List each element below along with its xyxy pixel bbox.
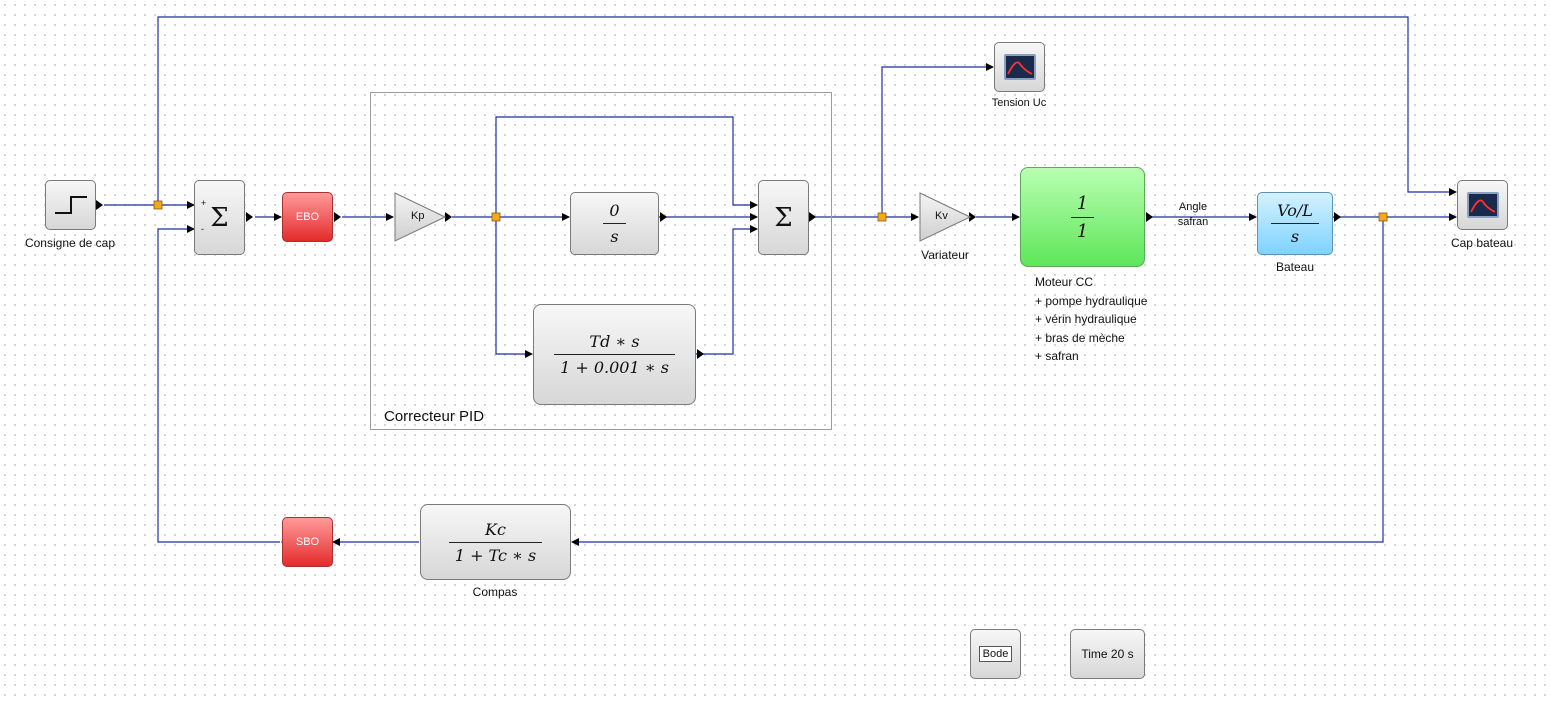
- bode-block[interactable]: Bode: [970, 629, 1021, 679]
- consigne-label: Consigne de cap: [24, 236, 116, 250]
- bateau-denominator: s: [1290, 227, 1300, 246]
- step-icon: [54, 196, 87, 214]
- sum-symbol: Σ: [210, 202, 229, 233]
- kp-label: Kp: [411, 210, 425, 222]
- scope-cap-block[interactable]: [1457, 180, 1508, 230]
- pid-title: Correcteur PID: [384, 408, 485, 425]
- compas-label: Compas: [472, 585, 518, 599]
- bateau-numerator: Vo/L: [1277, 201, 1313, 220]
- ebo-block[interactable]: EBO: [282, 192, 333, 242]
- moteur-numerator: 1: [1076, 192, 1089, 214]
- compas-denominator: 1 + Tc ∗ s: [454, 545, 537, 565]
- scope-tension-block[interactable]: [994, 42, 1045, 92]
- pid-sum-symbol: Σ: [774, 202, 793, 233]
- pid-superblock-frame[interactable]: [370, 92, 832, 430]
- scope-icon: [1003, 54, 1036, 80]
- sbo-block[interactable]: SBO: [282, 517, 333, 567]
- step-source-block[interactable]: [45, 180, 96, 230]
- bateau-block[interactable]: Vo/L s: [1257, 192, 1333, 255]
- split-point-uc: [877, 212, 887, 222]
- wire-proportional: [495, 116, 758, 217]
- sbo-label: SBO: [295, 536, 320, 548]
- split-point-consigne: [153, 200, 163, 210]
- derivative-numerator: Td ∗ s: [589, 332, 640, 351]
- sum-block-error[interactable]: Σ: [194, 180, 245, 255]
- minus-sign: -: [201, 224, 204, 234]
- kp-gain-block[interactable]: [394, 192, 446, 242]
- angle-safran-label: Angle safran: [1177, 201, 1209, 228]
- wire-to-derivative: [495, 217, 533, 358]
- variateur-label: Variateur: [921, 248, 969, 262]
- wire-sbo-to-sum: [157, 225, 280, 543]
- bode-label: Bode: [978, 646, 1013, 662]
- moteur-block[interactable]: 1 1: [1020, 167, 1145, 267]
- plus-sign: +: [201, 198, 207, 208]
- moteur-denominator: 1: [1076, 220, 1089, 242]
- wire-feedback-to-compas: [571, 217, 1384, 546]
- time-label: Time 20 s: [1081, 647, 1134, 661]
- sum-block-pid[interactable]: Σ: [758, 180, 809, 255]
- cap-scope-label: Cap bateau: [1450, 236, 1514, 250]
- integrator-denominator: s: [610, 227, 619, 246]
- wire-to-tension-scope: [881, 63, 994, 217]
- wire-derivative-out: [696, 225, 758, 355]
- compas-numerator: Kc: [485, 519, 506, 539]
- bateau-label: Bateau: [1275, 260, 1315, 274]
- time-block[interactable]: Time 20 s: [1070, 629, 1145, 679]
- moteur-caption: Moteur CC + pompe hydraulique + vérin hy…: [1035, 275, 1148, 363]
- split-point-pid: [491, 212, 501, 222]
- compas-block[interactable]: Kc 1 + Tc ∗ s: [420, 504, 571, 580]
- tension-scope-label: Tension Uc: [991, 97, 1047, 109]
- split-point-cap: [1378, 212, 1388, 222]
- derivative-denominator: 1 + 0.001 ∗ s: [560, 358, 669, 377]
- ebo-label: EBO: [295, 211, 320, 223]
- kv-label: Kv: [935, 210, 948, 222]
- wire-consigne-to-scope: [157, 16, 1457, 205]
- kv-gain-block[interactable]: [919, 192, 971, 242]
- integrator-block[interactable]: 0 s: [570, 192, 659, 255]
- derivative-block[interactable]: Td ∗ s 1 + 0.001 ∗ s: [533, 304, 696, 405]
- integrator-numerator: 0: [609, 201, 620, 220]
- scope-icon: [1466, 192, 1499, 218]
